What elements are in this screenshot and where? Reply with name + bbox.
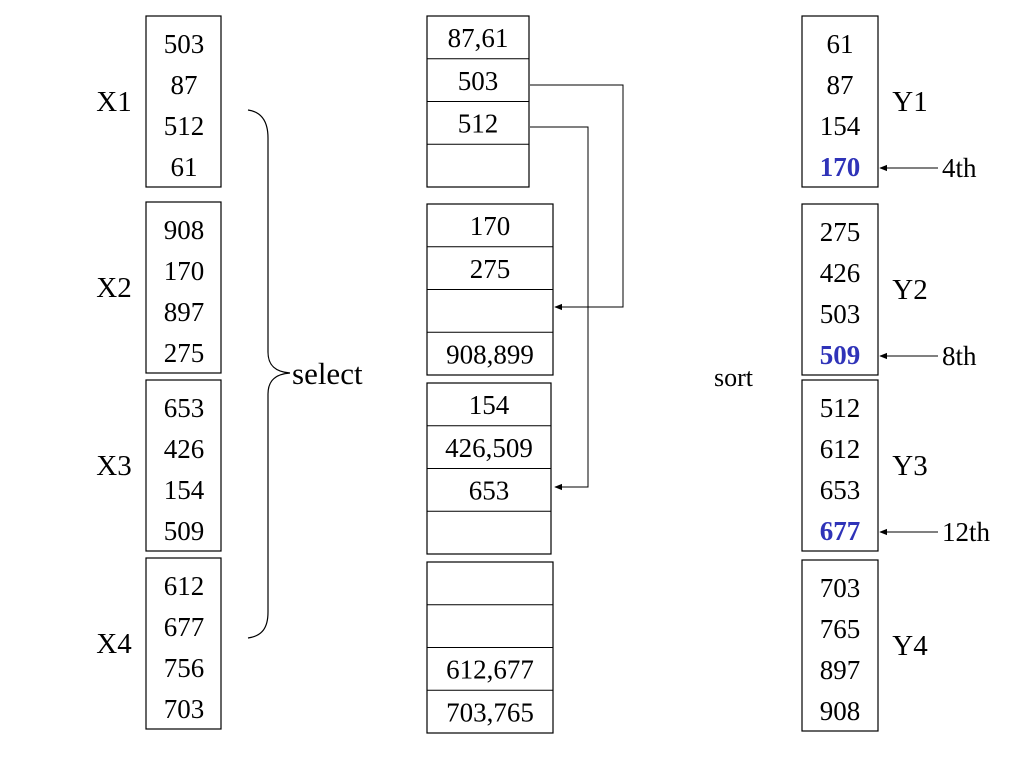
input-group-label: X3 (96, 450, 131, 482)
output-value: 512 (820, 393, 861, 423)
input-group: 503 87 512 61 X1 (96, 15, 222, 188)
output-group-label: Y1 (892, 86, 927, 118)
input-value: 170 (164, 256, 205, 286)
input-value: 756 (164, 653, 205, 683)
move-arrow-512 (530, 126, 589, 491)
input-value: 677 (164, 612, 205, 642)
output-value: 154 (820, 111, 861, 141)
input-value: 512 (164, 111, 205, 141)
move-arrows (530, 84, 624, 491)
output-value: 765 (820, 614, 861, 644)
output-value: 653 (820, 475, 861, 505)
input-group: 653 426 154 509 X3 (96, 379, 222, 552)
input-group-box (145, 15, 222, 188)
bucket-cell: 703,765 (446, 697, 534, 727)
output-value: 503 (820, 299, 861, 329)
output-value: 87 (827, 70, 854, 100)
output-value: 426 (820, 258, 861, 288)
bucket-cell: 170 (470, 211, 511, 241)
bucket-cell: 908,899 (446, 339, 534, 369)
output-group: 275 426 503 509 Y2 8th (801, 203, 977, 376)
input-value: 275 (164, 338, 205, 368)
output-value: 703 (820, 573, 861, 603)
output-group-label: Y3 (892, 450, 927, 482)
output-group-box (801, 379, 879, 552)
output-value: 612 (820, 434, 861, 464)
bucket-cell: 612,677 (446, 655, 534, 685)
input-group-label: X2 (96, 272, 131, 304)
bucket-group: 170 275 908,899 (426, 203, 554, 376)
input-group-label: X4 (96, 628, 132, 660)
bucket-cell: 426,509 (445, 433, 533, 463)
input-value: 908 (164, 215, 205, 245)
select-brace (247, 109, 291, 639)
bucket-cell: 512 (458, 109, 499, 139)
input-group: 612 677 756 703 X4 (96, 557, 222, 730)
output-group: 61 87 154 170 Y1 4th (801, 15, 977, 188)
select-label: select (292, 356, 363, 391)
input-value: 703 (164, 694, 205, 724)
sort-label: sort (714, 363, 754, 392)
bucket-cell: 653 (469, 476, 510, 506)
output-group: 703 765 897 908 Y4 (801, 559, 928, 732)
output-value: 61 (827, 29, 854, 59)
rank-label: 8th (942, 341, 977, 371)
output-groups-column: 61 87 154 170 Y1 4th 275 426 503 509 Y2 8th 512 612 65… (801, 15, 991, 732)
rank-label: 12th (942, 517, 991, 547)
output-group-label: Y4 (892, 630, 928, 662)
output-group-box (801, 203, 879, 376)
input-value: 61 (171, 152, 198, 182)
input-group-box (145, 201, 222, 374)
output-value: 908 (820, 696, 861, 726)
bucket-cell: 87,61 (448, 23, 509, 53)
input-group-box (145, 557, 222, 730)
output-value: 897 (820, 655, 861, 685)
bucket-cell: 275 (470, 254, 511, 284)
input-value: 87 (171, 70, 198, 100)
bucket-group: 154 426,509 653 (426, 382, 552, 555)
output-group-label: Y2 (892, 274, 927, 306)
output-group: 512 612 653 677 Y3 12th (801, 379, 991, 552)
highlighted-output-value: 170 (820, 152, 861, 182)
input-value: 154 (164, 475, 205, 505)
rank-label: 4th (942, 153, 977, 183)
output-value: 275 (820, 217, 861, 247)
input-value: 509 (164, 516, 205, 546)
input-value: 612 (164, 571, 205, 601)
bucket-group: 87,61 503 512 (426, 15, 530, 188)
input-value: 897 (164, 297, 205, 327)
output-group-box (801, 559, 879, 732)
buckets-column: 87,61 503 512 170 275 908,899 154 426,509 653 612… (426, 15, 554, 734)
highlighted-output-value: 677 (820, 516, 861, 546)
move-arrow-503 (530, 84, 624, 311)
input-group: 908 170 897 275 X2 (96, 201, 222, 374)
input-group-label: X1 (96, 86, 131, 118)
bucket-cell: 154 (469, 390, 510, 420)
output-group-box (801, 15, 879, 188)
bucket-cell: 503 (458, 66, 499, 96)
input-value: 426 (164, 434, 205, 464)
input-groups-column: 503 87 512 61 X1 908 170 897 275 X2 653 426 154 509 X3… (96, 15, 222, 730)
input-value: 653 (164, 393, 205, 423)
input-value: 503 (164, 29, 205, 59)
highlighted-output-value: 509 (820, 340, 861, 370)
bucket-group: 612,677 703,765 (426, 561, 554, 734)
input-group-box (145, 379, 222, 552)
